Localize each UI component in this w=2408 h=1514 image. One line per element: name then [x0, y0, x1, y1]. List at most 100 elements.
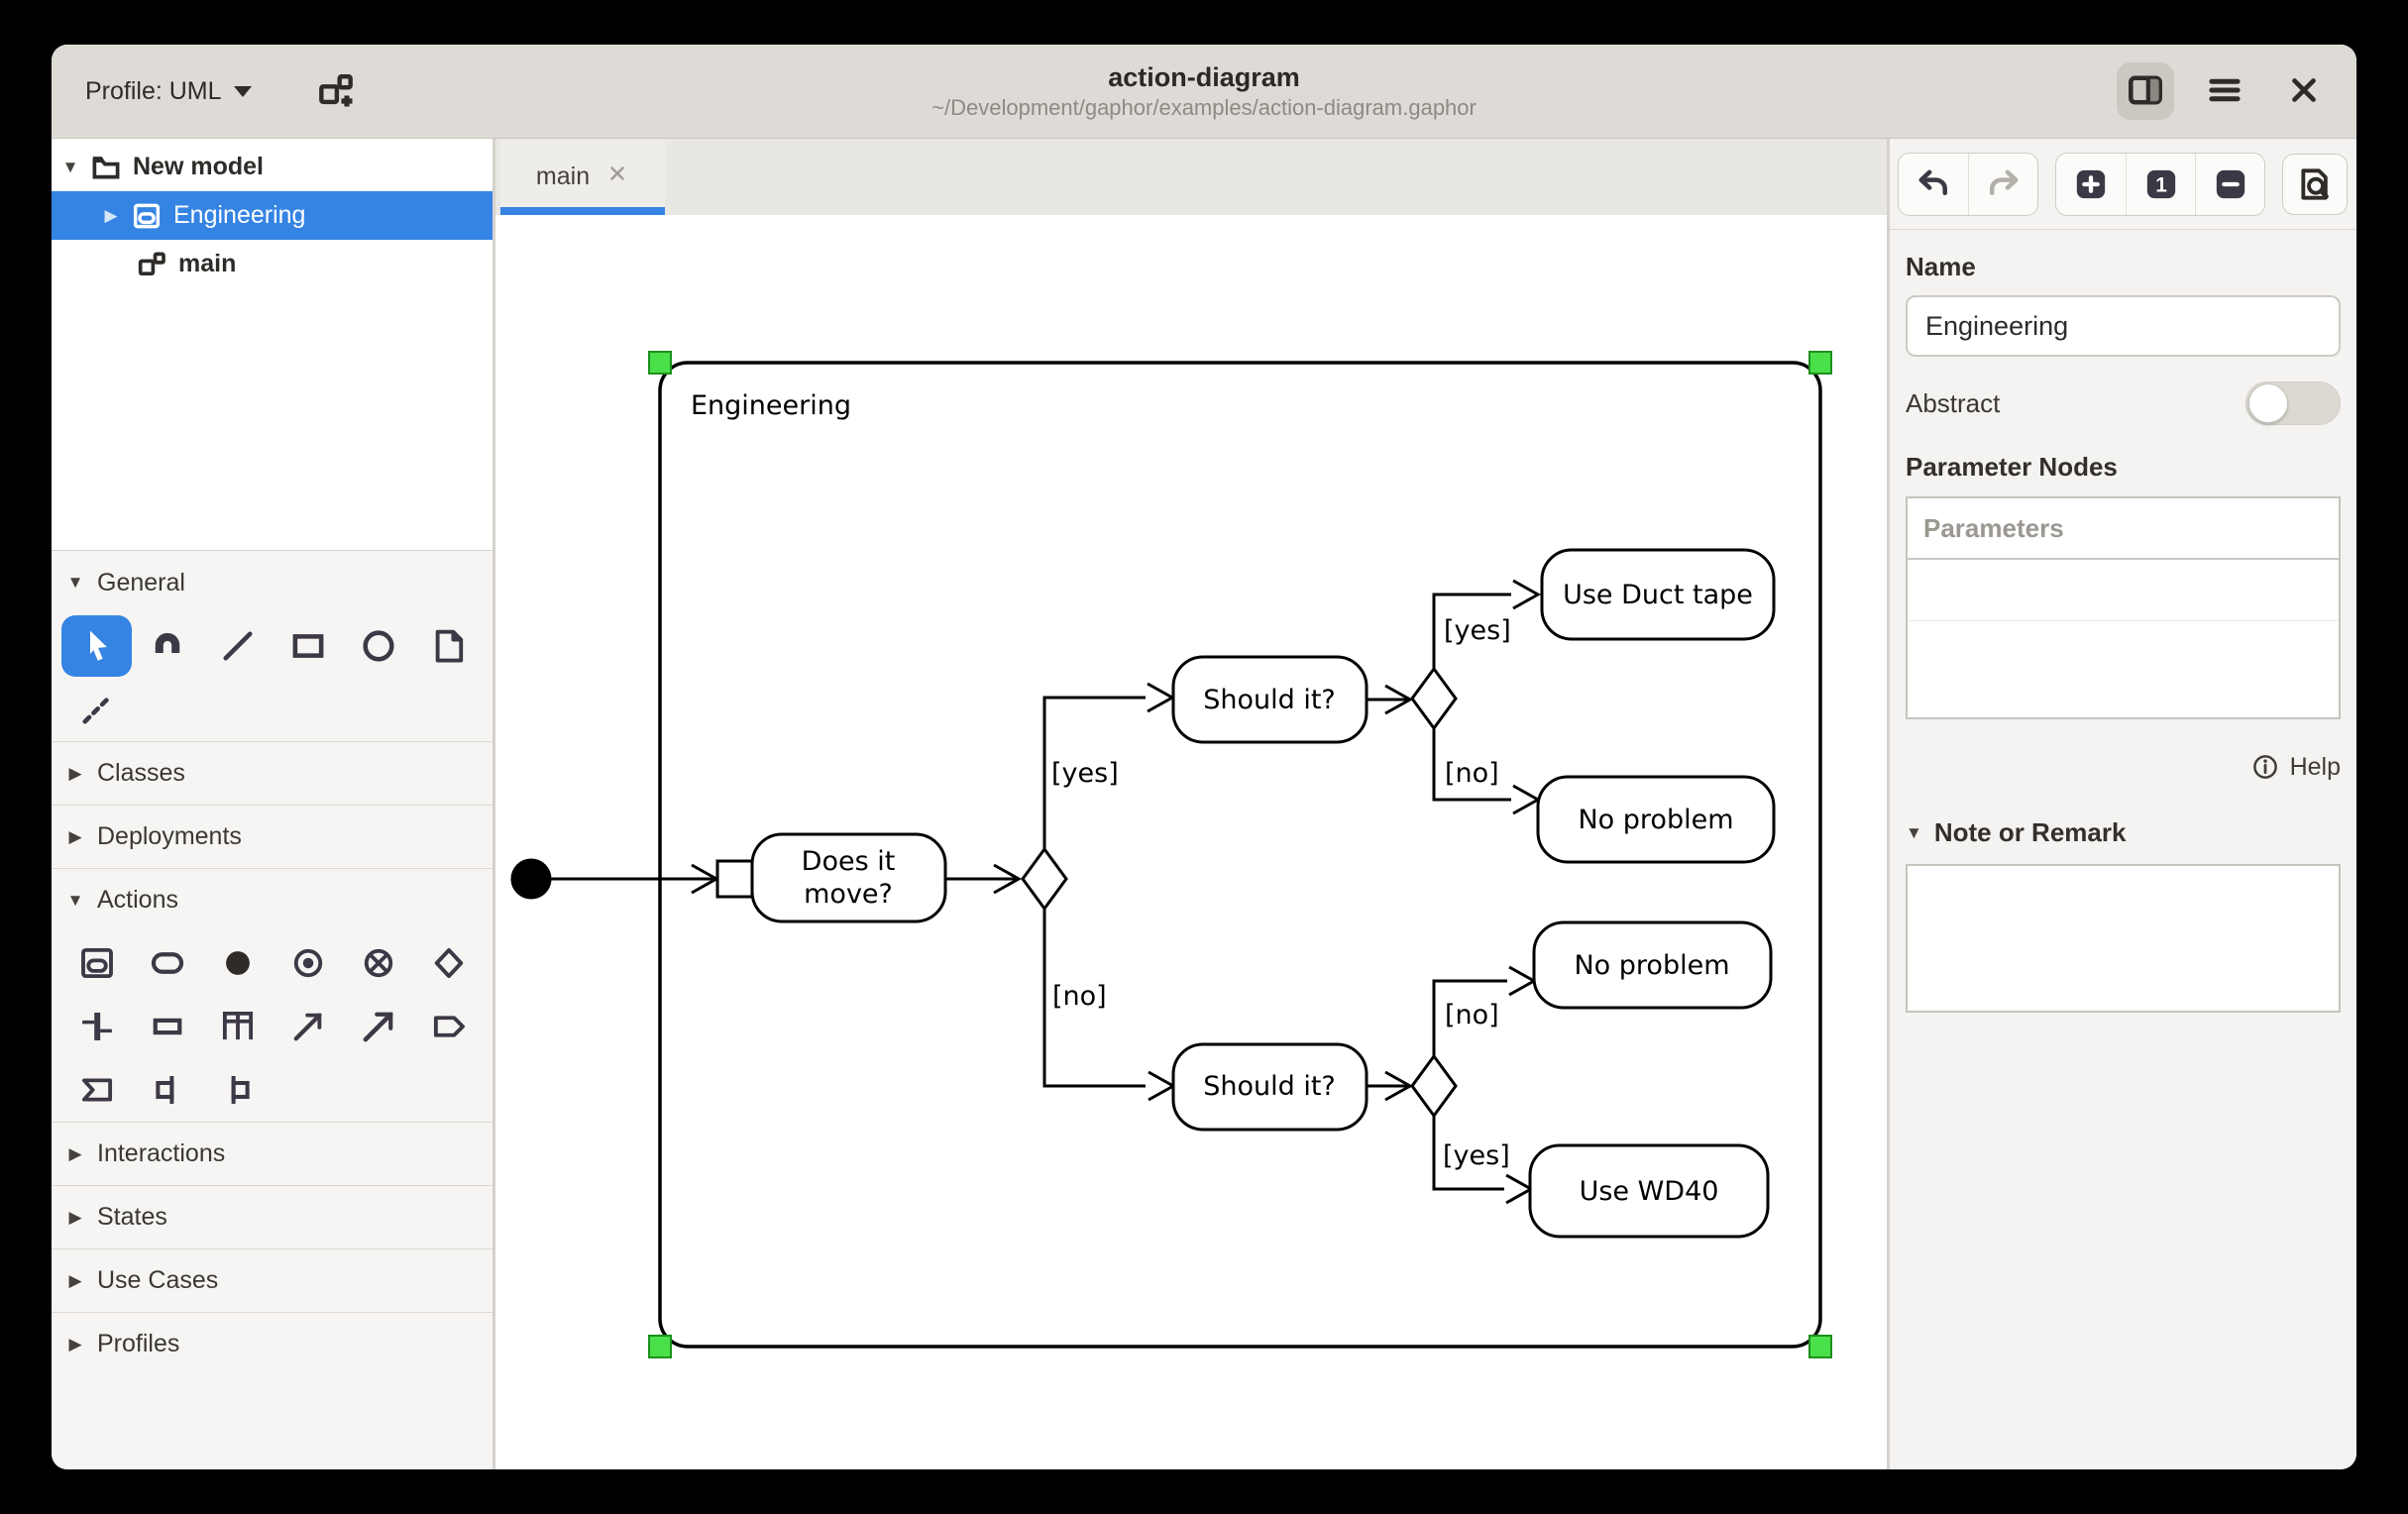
tool-comment[interactable]: [413, 615, 484, 677]
edge-should-it-bottom-to-decision-3[interactable]: [1367, 1072, 1410, 1100]
section-label: General: [97, 569, 185, 597]
abstract-toggle[interactable]: [2245, 381, 2341, 425]
toolbox-section-use-cases[interactable]: ▶ Use Cases: [52, 1248, 493, 1312]
initial-node-icon: [217, 942, 259, 984]
toolbox-section-interactions[interactable]: ▶ Interactions: [52, 1122, 493, 1185]
tool-object-node[interactable]: [132, 996, 202, 1057]
tool-decision-node[interactable]: [413, 932, 484, 994]
tool-pointer[interactable]: [61, 615, 132, 677]
parameters-placeholder[interactable]: Parameters: [1908, 498, 2339, 560]
node-should-it-bottom[interactable]: Should it?: [1173, 1044, 1367, 1130]
edge-should-it-top-to-decision-2[interactable]: [1367, 686, 1410, 713]
toolbox-section-profiles[interactable]: ▶ Profiles: [52, 1312, 493, 1375]
decision-icon: [428, 942, 470, 984]
tool-action[interactable]: [132, 932, 202, 994]
tool-output-pin[interactable]: [202, 1059, 273, 1121]
node-should-it-top[interactable]: Should it?: [1173, 657, 1367, 742]
tool-initial-node[interactable]: [202, 932, 273, 994]
expander-closed-icon[interactable]: ▶: [100, 206, 122, 226]
input-pin[interactable]: [717, 861, 752, 897]
node-no-problem-top[interactable]: No problem: [1538, 777, 1774, 862]
activity-icon: [130, 199, 164, 233]
edge-yes-to-use-duct-tape[interactable]: [yes]: [1434, 581, 1538, 669]
close-button[interactable]: [2275, 62, 2333, 120]
tab-close-icon[interactable]: [605, 162, 629, 192]
zoom-out-button[interactable]: [2195, 154, 2264, 215]
guard-label: [no]: [1052, 981, 1107, 1012]
tool-fork-join-node[interactable]: [61, 996, 132, 1057]
tool-activity[interactable]: [61, 932, 132, 994]
tool-accept-event-action[interactable]: [61, 1059, 132, 1121]
svg-text:No problem: No problem: [1574, 950, 1729, 981]
send-signal-icon: [428, 1006, 470, 1047]
node-use-wd40[interactable]: Use WD40: [1530, 1145, 1768, 1237]
help-link[interactable]: Help: [1906, 752, 2341, 782]
tool-control-flow[interactable]: [273, 996, 343, 1057]
zoom-100-button[interactable]: 1: [2126, 154, 2195, 215]
toolbox-section-actions[interactable]: ▼ Actions: [52, 868, 493, 931]
frame-label: Engineering: [691, 390, 851, 421]
redo-button[interactable]: [1968, 154, 2037, 215]
guard-label: [no]: [1445, 1000, 1499, 1030]
edge-no-to-no-problem-bottom[interactable]: [no]: [1434, 967, 1534, 1056]
zoom-in-button[interactable]: [2056, 154, 2126, 215]
tree-item-engineering[interactable]: ▶ Engineering: [52, 191, 493, 240]
comment-icon: [428, 625, 470, 667]
edge-initial-to-does-it-move[interactable]: [550, 865, 716, 893]
parameter-nodes-label: Parameter Nodes: [1906, 452, 2341, 483]
tool-magnet[interactable]: [132, 615, 202, 677]
toolbox-section-deployments[interactable]: ▶ Deployments: [52, 805, 493, 868]
parameters-empty-row[interactable]: [1908, 560, 2339, 621]
svg-text:Should it?: Should it?: [1203, 685, 1336, 715]
edge-no-to-should-it-bottom[interactable]: [no]: [1044, 909, 1173, 1100]
decision-node-2[interactable]: [1412, 669, 1456, 728]
diagram-canvas[interactable]: Engineering: [495, 215, 1887, 1469]
actions-tools-row-1: [52, 931, 493, 995]
name-input[interactable]: [1906, 295, 2341, 357]
toggle-properties-sidebar-button[interactable]: [2117, 62, 2174, 120]
box-icon: [287, 625, 329, 667]
header-bar: Profile: UML action-diagram ~/Developme: [52, 45, 2356, 139]
tool-comment-line[interactable]: [61, 679, 132, 740]
new-diagram-button[interactable]: [309, 64, 363, 118]
toolbox-section-states[interactable]: ▶ States: [52, 1185, 493, 1248]
initial-node[interactable]: [512, 860, 550, 898]
tree-item-main[interactable]: main: [52, 240, 493, 288]
edge-yes-to-use-wd40[interactable]: [yes]: [1434, 1116, 1531, 1203]
node-use-duct-tape[interactable]: Use Duct tape: [1542, 550, 1774, 639]
toolbox-section-classes[interactable]: ▶ Classes: [52, 741, 493, 805]
guard-label: [yes]: [1443, 1140, 1510, 1171]
toolbox-section-general[interactable]: ▼ General: [52, 551, 493, 614]
tool-box[interactable]: [273, 615, 343, 677]
tree-item-new-model[interactable]: ▼ New model: [52, 143, 493, 191]
decision-node-1[interactable]: [1023, 849, 1066, 909]
tree-item-label: main: [178, 250, 236, 278]
tool-input-pin[interactable]: [132, 1059, 202, 1121]
tool-object-flow[interactable]: [343, 996, 413, 1057]
zoom-fit-button[interactable]: [2282, 154, 2348, 215]
note-textarea[interactable]: [1906, 864, 2341, 1013]
tool-activity-final-node[interactable]: [273, 932, 343, 994]
section-label: Actions: [97, 886, 178, 915]
tab-main[interactable]: main: [500, 139, 665, 215]
line-icon: [217, 625, 259, 667]
profile-selector[interactable]: Profile: UML: [75, 69, 262, 114]
undo-button[interactable]: [1899, 154, 1968, 215]
tool-ellipse[interactable]: [343, 615, 413, 677]
tool-line[interactable]: [202, 615, 273, 677]
node-no-problem-bottom[interactable]: No problem: [1534, 922, 1771, 1008]
edge-yes-to-should-it-top[interactable]: [yes]: [1044, 684, 1172, 849]
edge-does-it-move-to-decision-1[interactable]: [945, 865, 1019, 893]
edge-no-to-no-problem-top[interactable]: [no]: [1434, 728, 1538, 813]
svg-text:1: 1: [2155, 173, 2167, 196]
zoom-group: 1: [2055, 153, 2265, 216]
node-does-it-move[interactable]: Does it move?: [752, 834, 945, 921]
note-section-header[interactable]: ▼ Note or Remark: [1906, 817, 2341, 848]
tool-send-signal-action[interactable]: [413, 996, 484, 1057]
expander-open-icon[interactable]: ▼: [59, 158, 81, 177]
tool-partition[interactable]: [202, 996, 273, 1057]
menu-button[interactable]: [2196, 62, 2253, 120]
tool-flow-final-node[interactable]: [343, 932, 413, 994]
decision-node-3[interactable]: [1412, 1056, 1456, 1116]
parameters-list[interactable]: Parameters: [1906, 496, 2341, 719]
